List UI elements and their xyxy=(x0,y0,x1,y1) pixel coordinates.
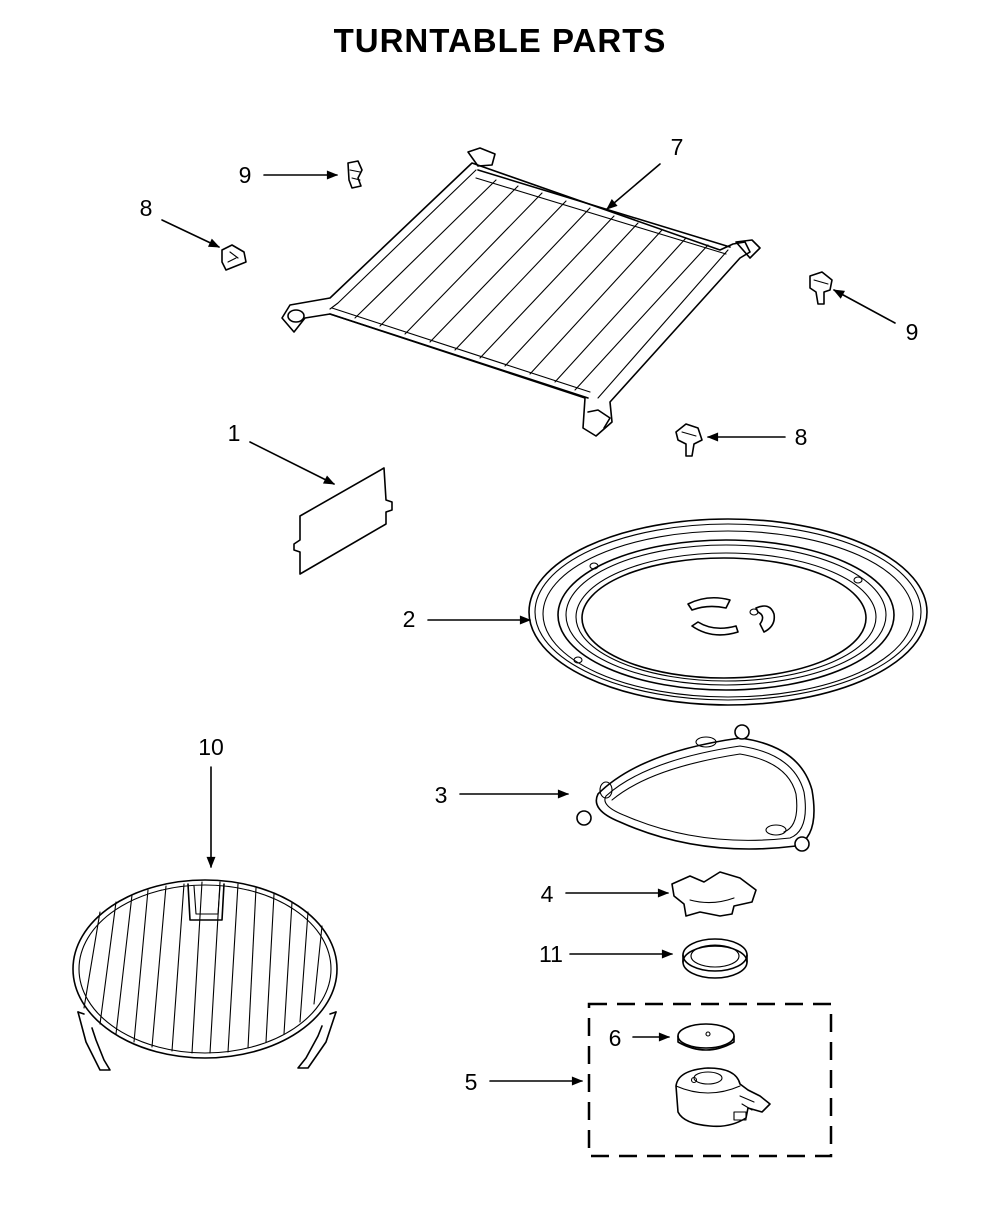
motor-assembly-group xyxy=(587,1002,833,1158)
wire-rack-part xyxy=(281,147,761,437)
roller-ring-part xyxy=(576,724,815,852)
waveguide-cover-part xyxy=(293,467,393,575)
callout-label-11: 11 xyxy=(539,941,563,967)
callout-label-9: 9 xyxy=(239,162,252,188)
callout-label-3: 3 xyxy=(435,782,448,808)
clip-part-9-top xyxy=(347,160,363,189)
callout-label-8: 8 xyxy=(140,195,153,221)
round-rack-part xyxy=(72,879,338,1071)
motor-disc-part xyxy=(677,1023,735,1051)
leader-arrows xyxy=(161,163,896,1086)
diagram-title: TURNTABLE PARTS xyxy=(333,22,667,59)
callout-label-6: 6 xyxy=(609,1025,622,1051)
turntable-tray-part xyxy=(528,518,928,706)
callout-label-1: 1 xyxy=(228,420,241,446)
clip-part-8-left xyxy=(221,244,247,271)
callout-label-9: 9 xyxy=(906,319,919,345)
callout-label-7: 7 xyxy=(671,134,684,160)
clip-part-9-right xyxy=(809,271,833,305)
callout-label-2: 2 xyxy=(403,606,416,632)
callout-label-4: 4 xyxy=(541,881,554,907)
callout-label-8: 8 xyxy=(795,424,808,450)
callout-label-10: 10 xyxy=(198,734,224,760)
coupler-part xyxy=(671,871,757,917)
bushing-part xyxy=(682,938,748,979)
callout-label-5: 5 xyxy=(465,1069,478,1095)
clip-part-8-right xyxy=(675,423,703,457)
turntable-motor-part xyxy=(675,1067,771,1128)
